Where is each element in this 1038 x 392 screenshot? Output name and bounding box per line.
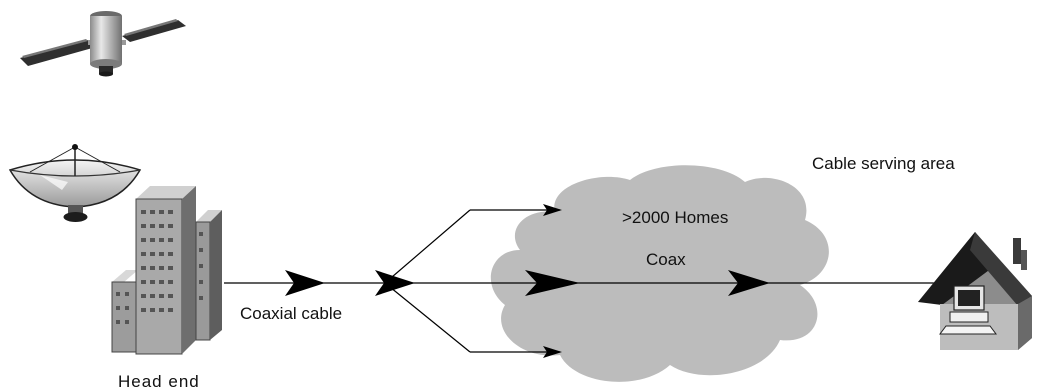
arrowhead: [543, 204, 562, 216]
satellite-dish-icon: [8, 144, 142, 222]
home-computer-icon: [918, 232, 1032, 350]
homes-count-label: >2000 Homes: [622, 208, 729, 227]
coaxial-cable-label: Coaxial cable: [240, 304, 343, 323]
arrowhead: [525, 270, 580, 296]
arrowhead: [728, 270, 770, 296]
cable-serving-area-label: Cable serving area: [812, 154, 955, 173]
cable-serving-area-cloud: [490, 165, 829, 382]
satellite-icon: [20, 11, 186, 77]
coax-label: Coax: [646, 250, 686, 269]
arrowhead: [285, 270, 325, 296]
branch-lines: [384, 209, 560, 353]
arrowhead: [375, 270, 415, 296]
arrowhead: [543, 346, 562, 358]
head-end-building-icon: [111, 186, 222, 355]
head-end-label: Head end: [118, 372, 200, 391]
flow-arrowheads: [285, 204, 770, 358]
